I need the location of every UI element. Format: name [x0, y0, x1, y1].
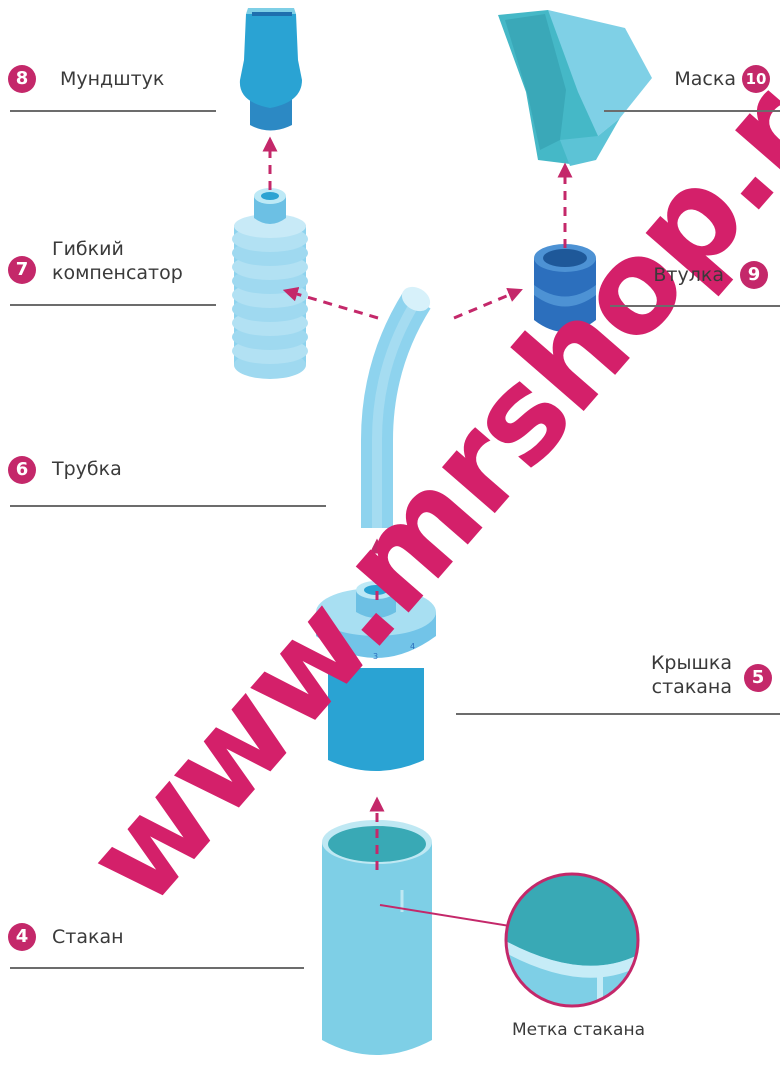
rule-bushing — [610, 305, 780, 307]
rule-cup — [10, 967, 304, 969]
tube — [377, 282, 434, 528]
lid-scale-mark-1: 1 — [322, 625, 327, 634]
mask — [498, 10, 652, 166]
badge-8: 8 — [8, 65, 36, 93]
detail-caption: Метка стакана — [512, 1020, 645, 1040]
rule-lid — [456, 713, 780, 715]
arrow-tube-to-bushing — [454, 292, 516, 318]
label-mouthpiece: Мундштук — [60, 68, 164, 91]
badge-4: 4 — [8, 923, 36, 951]
label-compensator-line2: компенсатор — [52, 262, 183, 285]
label-cup: Стакан — [52, 926, 124, 949]
label-compensator-line1: Гибкий — [52, 238, 124, 261]
label-bushing: Втулка — [653, 264, 724, 287]
badge-5: 5 — [744, 664, 772, 692]
rule-compensator — [10, 304, 216, 306]
label-mask: Маска — [674, 68, 736, 91]
lid-scale-mark-4: 4 — [410, 642, 415, 651]
lid-scale-mark-2: 2 — [340, 641, 345, 650]
label-lid-line2: стакана — [652, 676, 732, 699]
mouthpiece — [240, 8, 302, 131]
flexible-compensator — [232, 188, 308, 379]
bushing — [534, 244, 596, 332]
rule-tube — [10, 505, 326, 507]
badge-6: 6 — [8, 456, 36, 484]
badge-7: 7 — [8, 256, 36, 284]
badge-10: 10 — [742, 65, 770, 93]
label-tube: Трубка — [52, 458, 122, 481]
cup — [322, 820, 432, 1055]
badge-9: 9 — [740, 261, 768, 289]
cup-lid: 1 2 3 4 — [316, 581, 436, 771]
rule-mask — [604, 110, 780, 112]
rule-mouthpiece — [10, 110, 216, 112]
lid-scale-mark-3: 3 — [373, 652, 378, 661]
label-lid-line1: Крышка — [651, 652, 732, 675]
